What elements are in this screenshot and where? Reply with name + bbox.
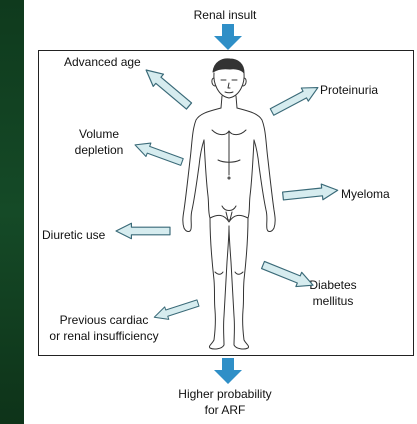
arrow-icon-myeloma — [282, 182, 338, 203]
arrow-down-icon-top — [214, 24, 242, 50]
arrow-icon-diuretic-use — [116, 223, 170, 238]
arrow-icon-advanced-age — [141, 64, 194, 112]
arrow-icon-proteinuria — [269, 81, 322, 119]
arrow-icon-previous-cardiac — [152, 297, 200, 324]
arrow-icon-diabetes — [260, 258, 316, 293]
arrow-down-icon-bottom — [214, 358, 242, 384]
arrow-icon-volume-depletion — [133, 138, 185, 169]
